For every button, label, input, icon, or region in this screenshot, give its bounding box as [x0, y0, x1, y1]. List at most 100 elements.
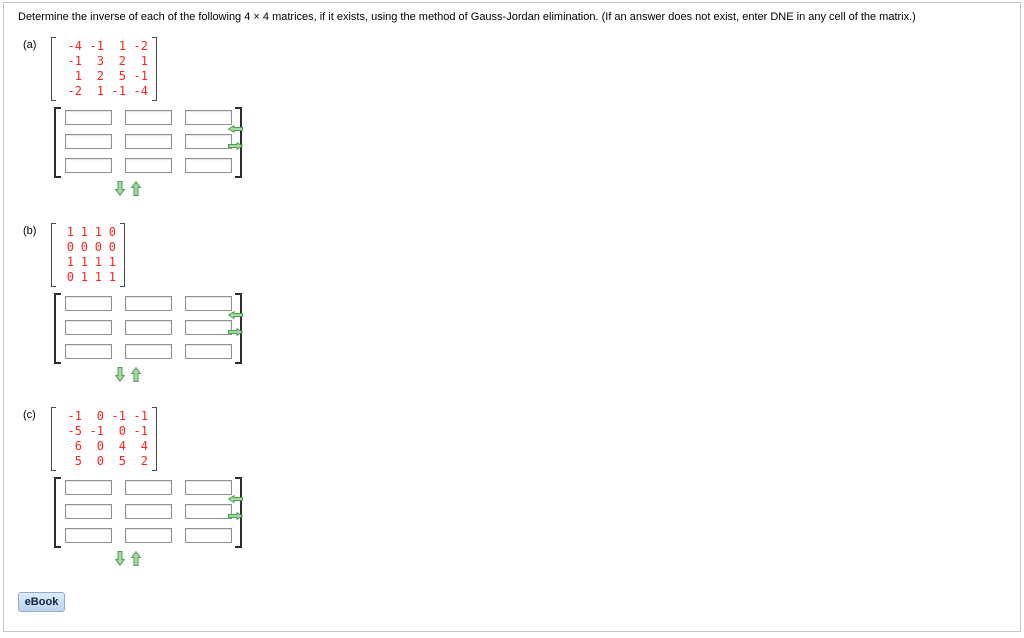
answer-cell-input[interactable] — [185, 134, 232, 149]
matrix-cell: 6 — [74, 439, 82, 453]
answer-cell-input[interactable] — [185, 110, 232, 125]
column-resize-arrows — [228, 311, 243, 336]
left-bracket — [51, 37, 56, 101]
answer-cell-input[interactable] — [65, 528, 112, 543]
matrix-cell: 0 — [96, 439, 104, 453]
right-arrow-icon[interactable] — [228, 328, 243, 336]
ebook-button[interactable]: eBook — [18, 592, 65, 612]
answer-cell-input[interactable] — [185, 528, 232, 543]
answer-cell-input[interactable] — [65, 158, 112, 173]
left-arrow-icon[interactable] — [228, 311, 243, 319]
answer-cell-input[interactable] — [65, 134, 112, 149]
answer-cell-input[interactable] — [185, 344, 232, 359]
answer-cell-input[interactable] — [65, 480, 112, 495]
row-resize-arrows — [115, 367, 141, 382]
part-label: (a) — [23, 39, 37, 51]
part-label: (b) — [23, 225, 37, 237]
left-arrow-icon[interactable] — [228, 125, 243, 133]
matrix-cell: 5 — [118, 454, 126, 468]
answer-right-bracket — [235, 107, 242, 178]
matrix-cell: 1 — [80, 270, 88, 284]
matrix-cell: -1 — [111, 409, 126, 423]
answer-cell-input[interactable] — [65, 344, 112, 359]
matrix-cell: 3 — [96, 54, 104, 68]
right-bracket — [152, 37, 157, 101]
row-resize-arrows — [115, 181, 141, 196]
matrix-cell: 5 — [74, 454, 82, 468]
matrix-cell: -1 — [67, 409, 82, 423]
answer-cell-input[interactable] — [125, 158, 172, 173]
matrix-cell: 1 — [108, 270, 116, 284]
up-arrow-icon[interactable] — [131, 367, 141, 382]
answer-cell-input[interactable] — [65, 504, 112, 519]
matrix-cell: 0 — [80, 240, 88, 254]
answer-cell-input[interactable] — [125, 110, 172, 125]
answer-cell-input[interactable] — [65, 320, 112, 335]
matrix-cell: 2 — [96, 69, 104, 83]
down-arrow-icon[interactable] — [115, 181, 125, 196]
matrix-cell: -1 — [89, 424, 104, 438]
answer-right-bracket — [235, 477, 242, 548]
answer-cell-input[interactable] — [185, 320, 232, 335]
question-text: Determine the inverse of each of the fol… — [18, 11, 916, 23]
up-arrow-icon[interactable] — [131, 181, 141, 196]
down-arrow-icon[interactable] — [115, 551, 125, 566]
matrix-cell: 0 — [94, 240, 102, 254]
answer-cell-input[interactable] — [185, 480, 232, 495]
matrix-cell: 0 — [108, 240, 116, 254]
matrix-cell: 1 — [118, 39, 126, 53]
answer-cell-input[interactable] — [125, 528, 172, 543]
answer-cell-input[interactable] — [185, 296, 232, 311]
matrix-cell: 1 — [94, 270, 102, 284]
matrix-cell: -1 — [133, 409, 148, 423]
matrix-answer-widget — [54, 293, 242, 364]
answer-cell-input[interactable] — [125, 480, 172, 495]
matrix-cell: 1 — [80, 255, 88, 269]
matrix-cell: 1 — [94, 255, 102, 269]
matrix-cell: -1 — [67, 54, 82, 68]
matrix-cell: 1 — [66, 255, 74, 269]
answer-left-bracket — [54, 477, 61, 548]
answer-grid — [65, 110, 232, 173]
matrix-cell: 4 — [140, 439, 148, 453]
matrix-cell: -1 — [111, 84, 126, 98]
left-bracket — [51, 407, 56, 471]
matrix-answer-widget — [54, 107, 242, 178]
answer-grid — [65, 296, 232, 359]
matrix-cell: 0 — [96, 454, 104, 468]
matrix-cell: -1 — [133, 69, 148, 83]
matrix-cell: 1 — [66, 225, 74, 239]
matrix-cell: 2 — [118, 54, 126, 68]
matrix-cell: 1 — [108, 255, 116, 269]
answer-cell-input[interactable] — [65, 110, 112, 125]
right-arrow-icon[interactable] — [228, 142, 243, 150]
answer-cell-input[interactable] — [125, 504, 172, 519]
answer-cell-input[interactable] — [65, 296, 112, 311]
answer-cell-input[interactable] — [185, 504, 232, 519]
matrix-cell: -1 — [133, 424, 148, 438]
right-arrow-icon[interactable] — [228, 512, 243, 520]
matrix-cell: 1 — [96, 84, 104, 98]
matrix-cell: 2 — [140, 454, 148, 468]
answer-cell-input[interactable] — [125, 296, 172, 311]
left-bracket — [51, 223, 56, 287]
matrix-cell: 1 — [74, 69, 82, 83]
left-arrow-icon[interactable] — [228, 495, 243, 503]
answer-cell-input[interactable] — [185, 158, 232, 173]
answer-cell-input[interactable] — [125, 320, 172, 335]
answer-cell-input[interactable] — [125, 344, 172, 359]
matrix-cell: 1 — [140, 54, 148, 68]
matrix-cell: 0 — [96, 409, 104, 423]
matrix-cell: -2 — [67, 84, 82, 98]
down-arrow-icon[interactable] — [115, 367, 125, 382]
answer-cell-input[interactable] — [125, 134, 172, 149]
matrix-cell: -2 — [133, 39, 148, 53]
up-arrow-icon[interactable] — [131, 551, 141, 566]
